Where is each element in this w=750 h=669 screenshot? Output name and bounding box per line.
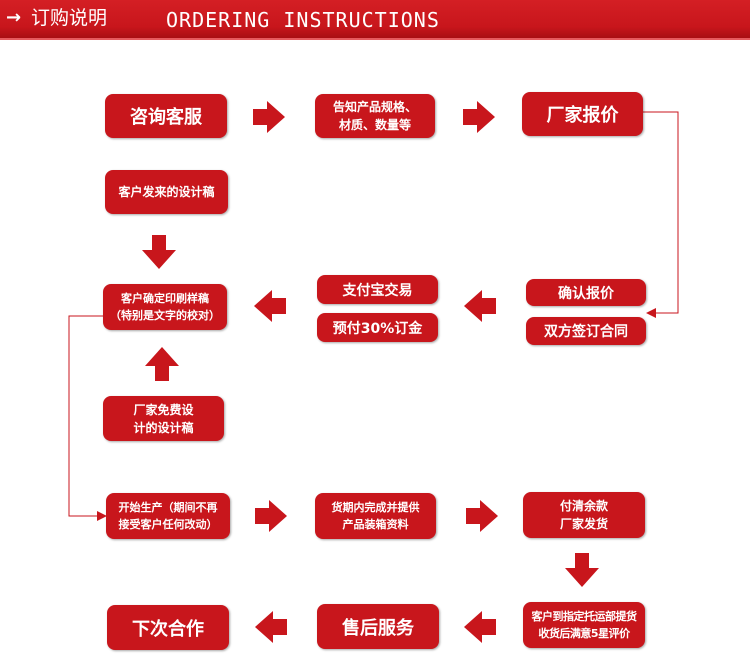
step-sign-contract: 双方签订合同 xyxy=(526,317,646,345)
step-deposit: 预付30%订金 xyxy=(317,313,438,342)
step-receipt-review: 客户到指定托运部提货收货后满意5星评价 xyxy=(523,602,645,648)
arrow-head-icon xyxy=(646,308,656,318)
arrow-right-icon xyxy=(466,500,498,532)
step-after-sales: 售后服务 xyxy=(317,604,439,649)
arrow-left-icon xyxy=(254,290,286,322)
arrow-head-icon xyxy=(97,511,107,521)
arrow-left-icon xyxy=(464,611,496,643)
step-consult-service: 咨询客服 xyxy=(105,94,227,138)
step-start-production: 开始生产（期间不再接受客户任何改动） xyxy=(106,493,230,539)
step-free-design: 厂家免费设计的设计稿 xyxy=(103,396,224,441)
step-alipay: 支付宝交易 xyxy=(317,275,438,304)
arrow-down-icon xyxy=(565,553,599,587)
step-confirm-quote: 确认报价 xyxy=(526,279,646,306)
arrow-up-icon xyxy=(145,347,179,381)
arrow-right-icon xyxy=(463,101,495,133)
header-title-chinese: 订购说明 xyxy=(31,7,108,29)
arrow-down-icon xyxy=(142,235,176,269)
connector-sample-to-production xyxy=(68,315,103,517)
step-confirm-sample: 客户确定印刷样稿（特别是文字的校对） xyxy=(103,284,227,330)
arrow-left-icon xyxy=(255,611,287,643)
step-next-order: 下次合作 xyxy=(107,605,229,650)
header-title-english: ORDERING INSTRUCTIONS xyxy=(166,8,440,32)
step-balance-shipping: 付清余款厂家发货 xyxy=(523,492,645,538)
arrow-left-icon xyxy=(464,290,496,322)
header-bar: → 订购说明 ORDERING INSTRUCTIONS xyxy=(0,0,750,38)
arrow-right-icon xyxy=(253,101,285,133)
connector-quote-to-confirm xyxy=(643,111,679,314)
arrow-right-icon: → xyxy=(6,7,22,28)
step-factory-quote: 厂家报价 xyxy=(522,92,643,136)
step-inform-specs: 告知产品规格、材质、数量等 xyxy=(315,94,435,138)
step-packing-info: 货期内完成并提供产品装箱资料 xyxy=(315,493,436,539)
header-divider xyxy=(0,38,750,40)
arrow-right-icon xyxy=(255,500,287,532)
step-customer-design: 客户发来的设计稿 xyxy=(105,170,228,214)
